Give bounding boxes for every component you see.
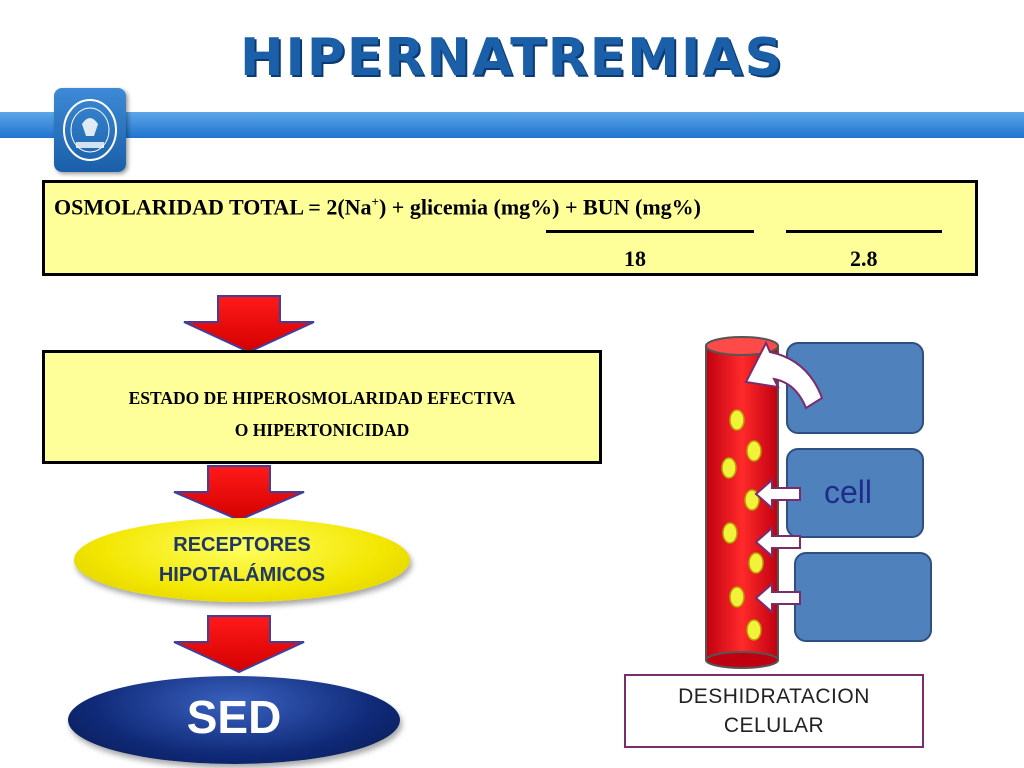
formula-rhs-start: ) + [378, 194, 410, 220]
receptors-oval [74, 518, 410, 602]
formula-term-glicemia: glicemia (mg%) [409, 194, 560, 220]
formula-plus: + [559, 194, 584, 220]
sed-label: SED [186, 691, 282, 743]
cell-bottom [794, 552, 932, 642]
formula-superscript: + [371, 194, 379, 209]
header-band [0, 112, 1024, 138]
dehydration-line2: CELULAR [723, 714, 825, 737]
institution-logo [54, 88, 126, 172]
formula-box [42, 180, 978, 276]
dehydration-caption: DESHIDRATACION CELULAR [624, 682, 924, 740]
formula-term-bun: BUN (mg%) [583, 194, 701, 220]
down-arrow-2 [173, 465, 305, 522]
denominator-glicemia: 18 [624, 246, 646, 271]
logo-emblem-icon [63, 99, 117, 161]
solute-particles [721, 409, 764, 641]
cell-label: cell [824, 474, 873, 510]
hyperosmolarity-line2: O HIPERTONICIDAD [234, 420, 410, 440]
hyperosmolarity-box [42, 350, 602, 464]
hyperosmolarity-text: ESTADO DE HIPEROSMOLARIDAD EFECTIVA O HI… [45, 382, 599, 446]
formula-lhs: OSMOLARIDAD TOTAL = 2(Na [54, 194, 372, 220]
dehydration-caption-box [624, 674, 924, 748]
sed-oval [68, 676, 400, 764]
hyperosmolarity-line1: ESTADO DE HIPEROSMOLARIDAD EFECTIVA [128, 388, 516, 408]
denominator-bun: 2.8 [850, 246, 878, 271]
down-arrow-1 [183, 295, 315, 354]
receptors-line2: HIPOTALÁMICOS [158, 564, 326, 586]
cell-middle [786, 448, 924, 538]
receptors-text: RECEPTORES HIPOTALÁMICOS [74, 530, 410, 590]
osmolarity-formula: OSMOLARIDAD TOTAL = 2(Na+) + glicemia (m… [54, 194, 701, 220]
slide-title: HIPERNATREMIAS [239, 28, 785, 88]
water-flow-arrows [744, 340, 824, 615]
fraction-bar-glicemia [546, 230, 754, 233]
dehydration-line1: DESHIDRATACION [678, 685, 870, 708]
receptors-line1: RECEPTORES [173, 534, 311, 556]
down-arrow-3 [173, 615, 305, 674]
fraction-bar-bun [786, 230, 942, 233]
